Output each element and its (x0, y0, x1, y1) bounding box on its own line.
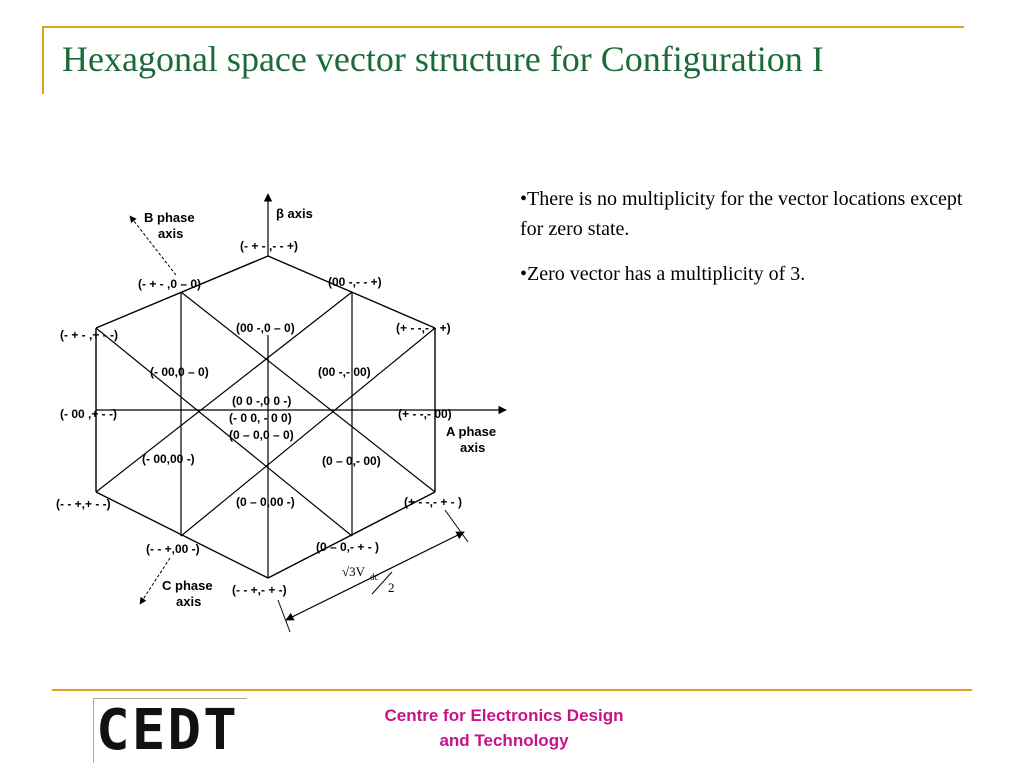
vector-label: (- + - ,0 – 0) (138, 277, 201, 291)
dimension-fraction-slash (371, 571, 393, 595)
hexagonal-space-vector-diagram: β axis B phase axis A phase axis C phase… (56, 193, 507, 633)
c-phase-axis-line (139, 557, 171, 605)
footer-org-line-1: Centre for Electronics Design (384, 706, 624, 725)
vector-label: (- - +,+ - -) (56, 497, 111, 511)
b-phase-axis-line (129, 215, 177, 276)
cedt-logo-text: CEDT (96, 698, 239, 763)
c-phase-axis-label-2: axis (176, 594, 201, 609)
vector-labels: (- + - ,- - +) (- + - ,0 – 0) (00 -,- - … (56, 239, 462, 597)
dimension-label-denominator: 2 (388, 580, 395, 595)
b-phase-axis-label-1: B phase (144, 210, 195, 225)
vector-label: (- - +,00 -) (146, 542, 200, 556)
vector-label: (- 0 0, - 0 0) (229, 411, 292, 425)
vector-label: (- 00,00 -) (142, 452, 195, 466)
slide-title: Hexagonal space vector structure for Con… (62, 39, 824, 79)
dimension-tick-right (444, 509, 469, 543)
bullet-list: •There is no multiplicity for the vector… (520, 184, 970, 304)
vector-label: (- + - ,- - +) (240, 239, 298, 253)
cedt-logo: CEDT (93, 698, 247, 763)
a-phase-axis-label-1: A phase (446, 424, 496, 439)
vector-label: (0 0 -,0 0 -) (232, 394, 291, 408)
vector-label: (0 – 0,0 – 0) (229, 428, 294, 442)
vector-label: (+ - -,- - +) (396, 321, 451, 335)
hexagon-inner-grid (95, 291, 436, 578)
title-frame-left-rule (42, 26, 44, 94)
vector-label: (- 00 ,+ - -) (60, 407, 117, 421)
dimension-tick-left (277, 599, 291, 633)
vector-label: (0 – 0,- + - ) (316, 540, 379, 554)
footer-rule (52, 689, 972, 691)
vector-label: (- 00,0 – 0) (150, 365, 209, 379)
vector-label: (00 -,0 – 0) (236, 321, 295, 335)
c-phase-axis-label-1: C phase (162, 578, 213, 593)
vector-label: (- - +,- + -) (232, 583, 287, 597)
dimension-arrow (285, 531, 465, 621)
a-phase-axis-label-2: axis (460, 440, 485, 455)
dimension-label-numerator: √3V (342, 564, 366, 579)
vector-label: (+ - -,- + - ) (404, 495, 462, 509)
vector-label: (- + - ,+ - -) (60, 328, 118, 342)
dimension-label-subscript: dc (370, 572, 379, 582)
footer-organization: Centre for Electronics Design and Techno… (300, 703, 708, 753)
vector-label: (00 -,- - +) (328, 275, 382, 289)
title-frame-top-rule (42, 26, 964, 28)
vector-label: (0 – 0,- 00) (322, 454, 381, 468)
footer-org-line-2: and Technology (439, 731, 569, 750)
vector-label: (00 -,- 00) (318, 365, 371, 379)
b-phase-axis-label-2: axis (158, 226, 183, 241)
bullet-item: •Zero vector has a multiplicity of 3. (520, 263, 806, 285)
vector-label: (0 – 0,00 -) (236, 495, 295, 509)
vector-label: (+ - -,- 00) (398, 407, 452, 421)
beta-axis-label: β axis (276, 206, 313, 221)
bullet-item: •There is no multiplicity for the vector… (520, 188, 963, 240)
